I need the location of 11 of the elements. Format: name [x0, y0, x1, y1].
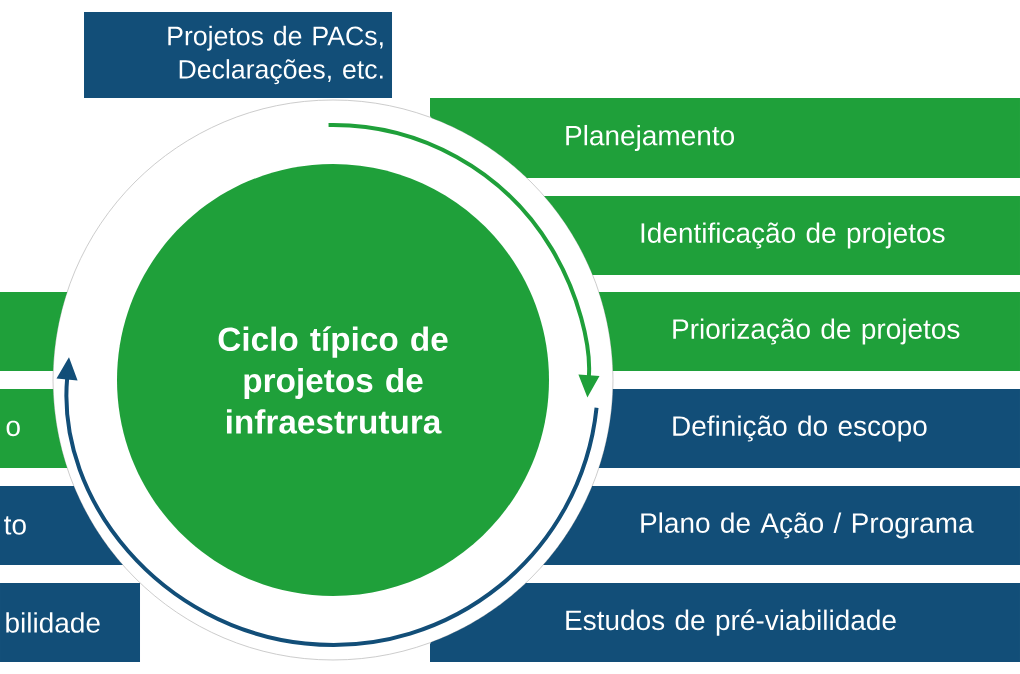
- stage-band: Planejamento: [430, 98, 1020, 178]
- stage-band: Plano de Ação / Programa: [543, 486, 1020, 565]
- stage-band: to: [0, 486, 123, 565]
- stage-band: Priorização de projetos: [598, 292, 1020, 371]
- label-box: Projetos de PACs, Declarações, etc.: [84, 12, 392, 98]
- stage-band: Definição do escopo: [598, 389, 1020, 468]
- stage-band: o: [0, 389, 68, 468]
- stage-band: Identificação de projetos: [544, 196, 1020, 275]
- stage-band: Estudos de pré-viabilidade: [430, 583, 1020, 662]
- stage-band: [0, 292, 68, 371]
- stage-band: bilidade: [0, 583, 140, 662]
